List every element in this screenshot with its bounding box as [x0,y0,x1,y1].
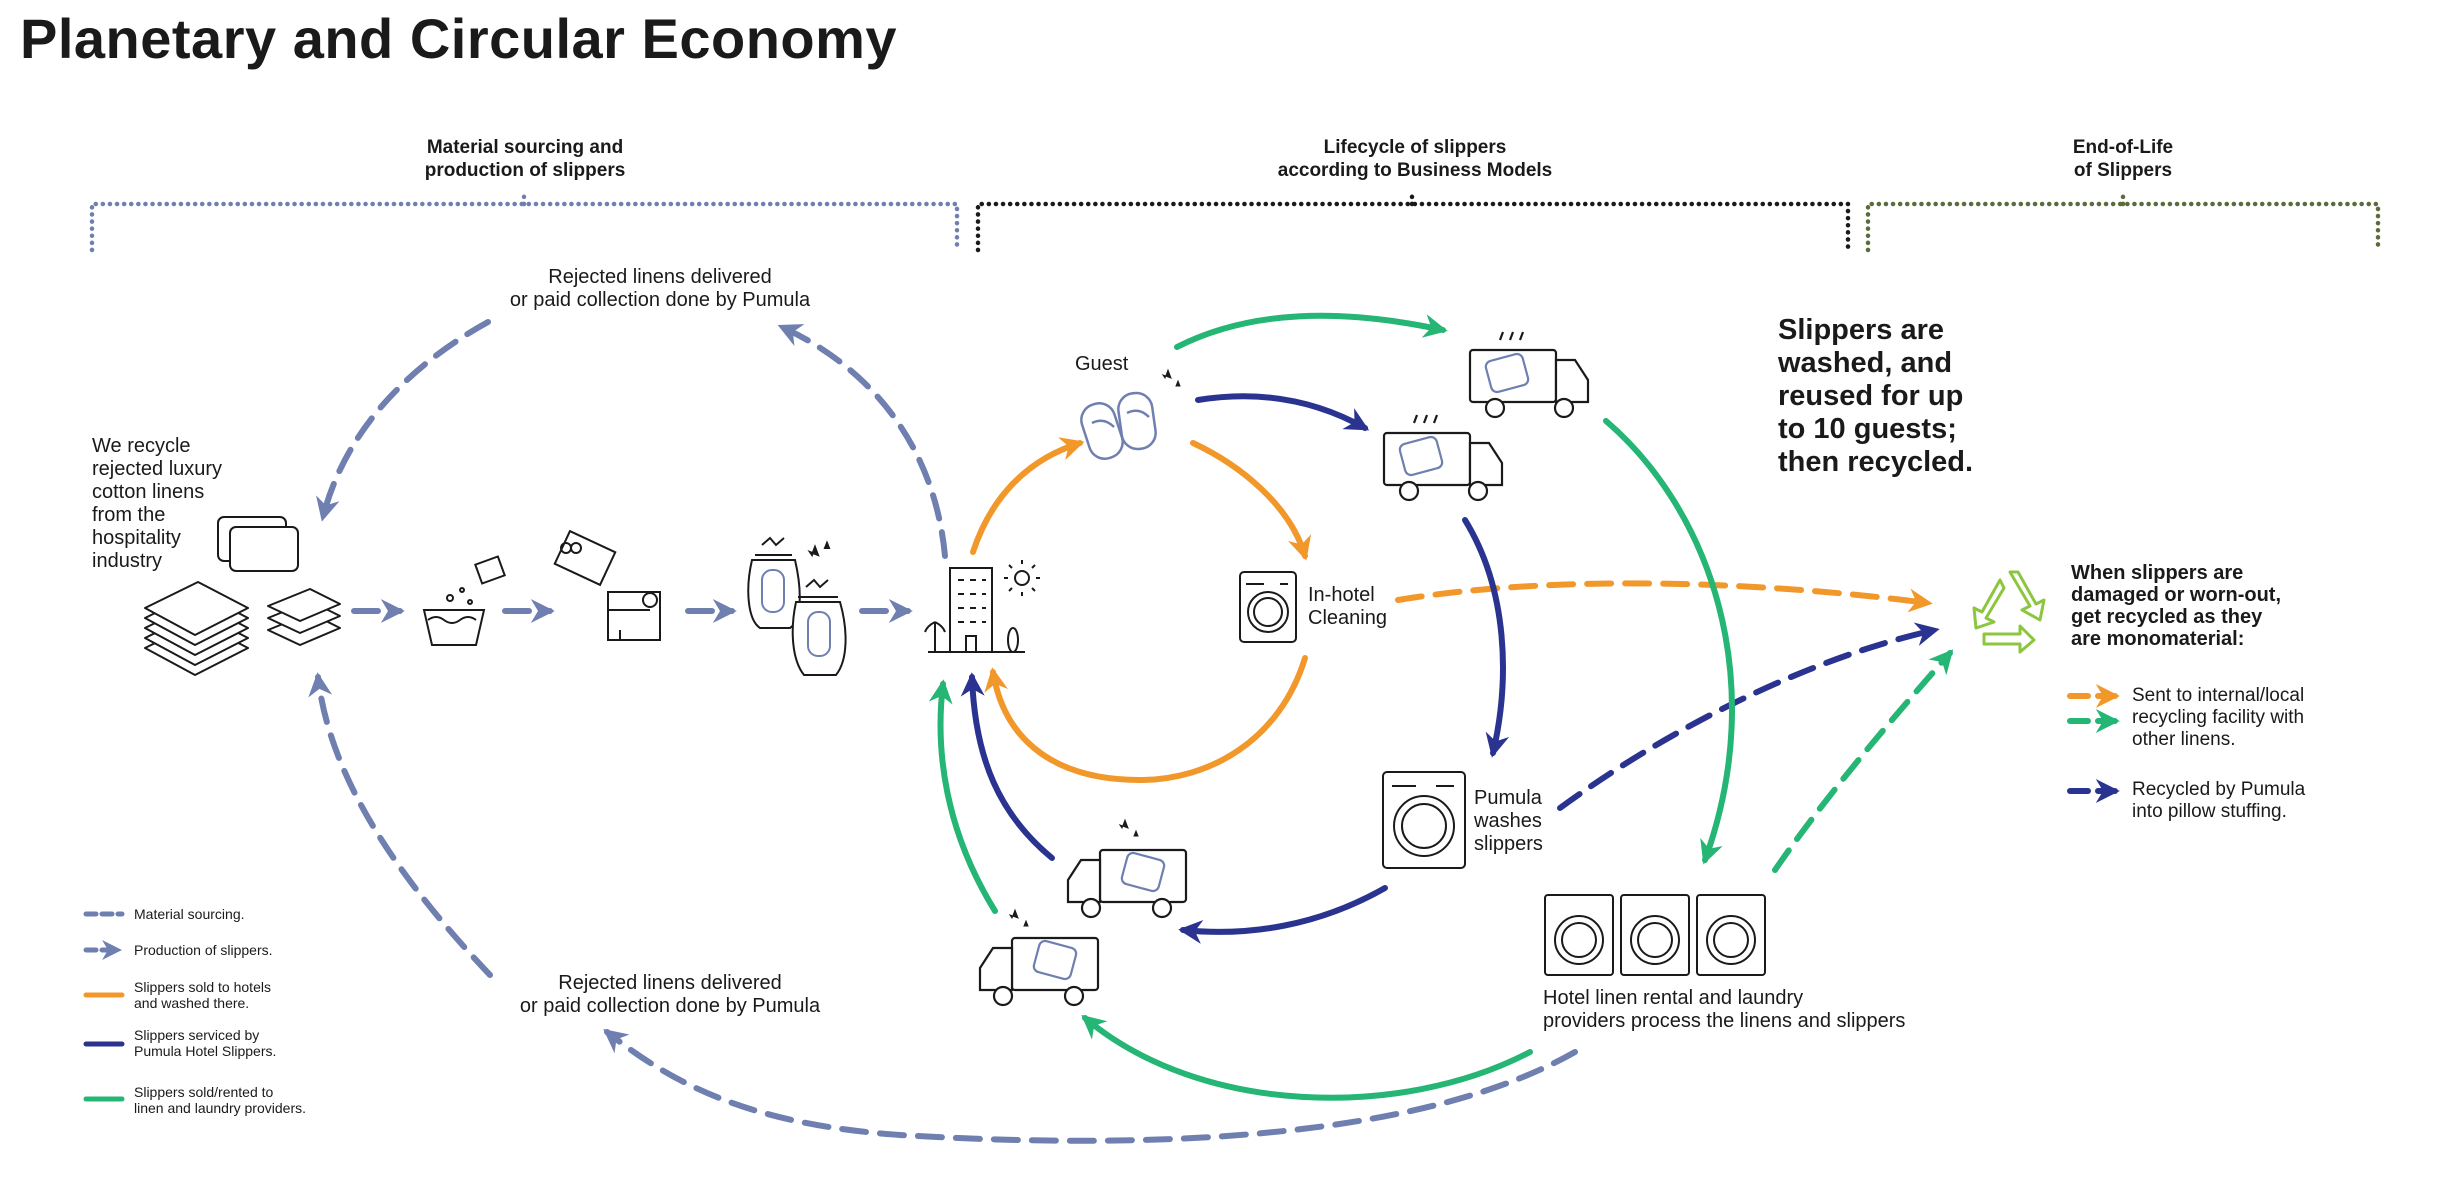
legend-label-hotels: Slippers sold to hotels and washed there… [134,979,271,1011]
recycle-icon [1972,570,2046,654]
washing-machine-icon [1239,571,1297,643]
legend-label-production: Production of slippers. [134,942,273,958]
legend-label-sourcing: Material sourcing. [134,906,245,922]
washing-basin-icon [422,555,506,646]
sewing-machine-icon [553,529,661,641]
laundry-providers-label: Hotel linen rental and laundry providers… [1543,987,1906,1032]
flow-truck-to-hotel-green [928,679,998,914]
flow-pumula-recycle [1557,622,1940,811]
flow-laundry-to-truck [1081,1014,1533,1101]
end-of-life-heading: When slippers are damaged or worn-out, g… [2071,562,2281,650]
flow-truck-to-hotel [960,672,1055,861]
flow-rejected-top-left [316,319,491,522]
truck-icon [1382,414,1504,502]
section-bracket-end-of-life [1865,187,2381,253]
flow-rejected-bottom-left [308,672,493,978]
laundry-washers-icon [1544,894,1766,976]
in-hotel-cleaning-label: In-hotel Cleaning [1308,584,1387,629]
flow-guest-to-laundry-truck [1174,312,1448,350]
section-bracket-lifecycle [975,187,1851,253]
flow-washer-to-truck [1178,885,1388,944]
legend-label-laundry: Slippers sold/rented to linen and laundr… [134,1084,306,1116]
flow-rejected-top-right [777,324,948,559]
flow-rejected-bottom [603,1029,1578,1144]
flow-truck-to-washer [1462,517,1510,758]
legend-label-pumula: Slippers serviced by Pumula Hotel Slippe… [134,1027,277,1059]
guest-label: Guest [1075,353,1129,375]
flow-guest-to-pumula-truck [1195,393,1370,431]
flow-cleaning-to-hotel [984,655,1308,784]
truck-icon [978,908,1100,1007]
page-title: Planetary and Circular Economy [20,7,898,70]
hotel-building-icon [924,560,1040,653]
we-recycle-label: We recycle rejected luxury cotton linens… [92,435,223,572]
truck-icon [1468,331,1590,419]
section-lifecycle-label: Lifecycle of slippers according to Busin… [1277,137,1553,181]
section-sourcing-label: Material sourcing and production of slip… [424,137,626,181]
section-bracket-sourcing [89,187,960,253]
slippers-icon [1080,368,1181,460]
flow-guest-to-cleaning [1190,440,1312,561]
reuse-statement: Slippers are washed, and reused for up t… [1778,314,1974,478]
towel-stack-icon [144,581,341,676]
slipper-bag-icon [747,536,847,676]
pillow-icon [217,516,299,572]
flow-hotel-recycle [1395,580,1933,613]
flow-laundry-recycle [1772,649,1954,873]
section-end-of-life-label: End-of-Life of Slippers [2072,137,2174,181]
washing-machine-icon [1382,771,1466,869]
pumula-washes-label: Pumula washes slippers [1474,787,1543,855]
flow-truck-to-laundry [1603,418,1735,865]
truck-icon [1066,818,1188,919]
flow-hotel-to-guest [970,437,1085,555]
eol-legend-internal-label: Sent to internal/local recycling facilit… [2132,685,2305,750]
rejected-linens-top-label: Rejected linens delivered or paid collec… [509,266,811,311]
eol-legend-pumula-label: Recycled by Pumula into pillow stuffing. [2132,779,2306,822]
rejected-linens-bottom-label: Rejected linens delivered or paid collec… [519,972,821,1017]
